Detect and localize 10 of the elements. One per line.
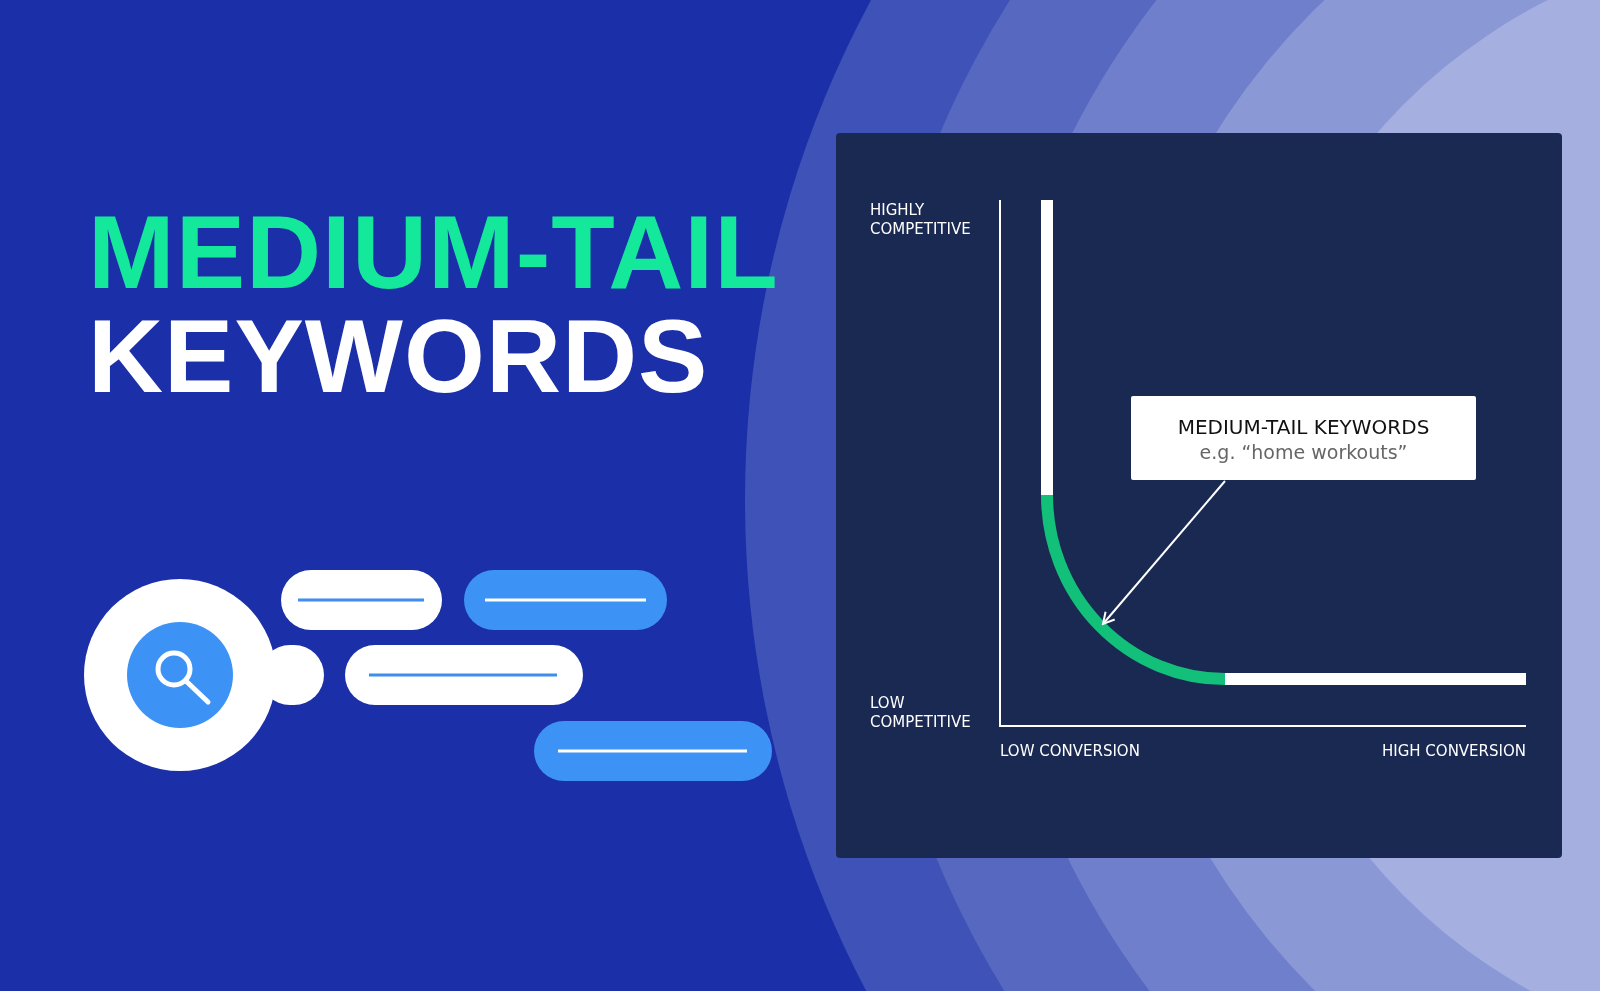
axis-label: LOW COMPETITIVE xyxy=(870,694,972,732)
axis-label: HIGHLY COMPETITIVE xyxy=(870,201,972,239)
medium-tail-curve xyxy=(1041,494,1226,685)
arrow xyxy=(1102,480,1226,625)
axis-label: LOW CONVERSION xyxy=(1000,742,1141,761)
callout-box xyxy=(1131,396,1476,480)
heading: MEDIUM-TAIL KEYWORDS xyxy=(88,200,779,408)
axis-label: HIGH CONVERSION xyxy=(1381,742,1526,761)
callout-example: e.g. “home workouts” xyxy=(1198,440,1409,464)
callout-heading: MEDIUM-TAIL KEYWORDS xyxy=(1176,414,1431,440)
